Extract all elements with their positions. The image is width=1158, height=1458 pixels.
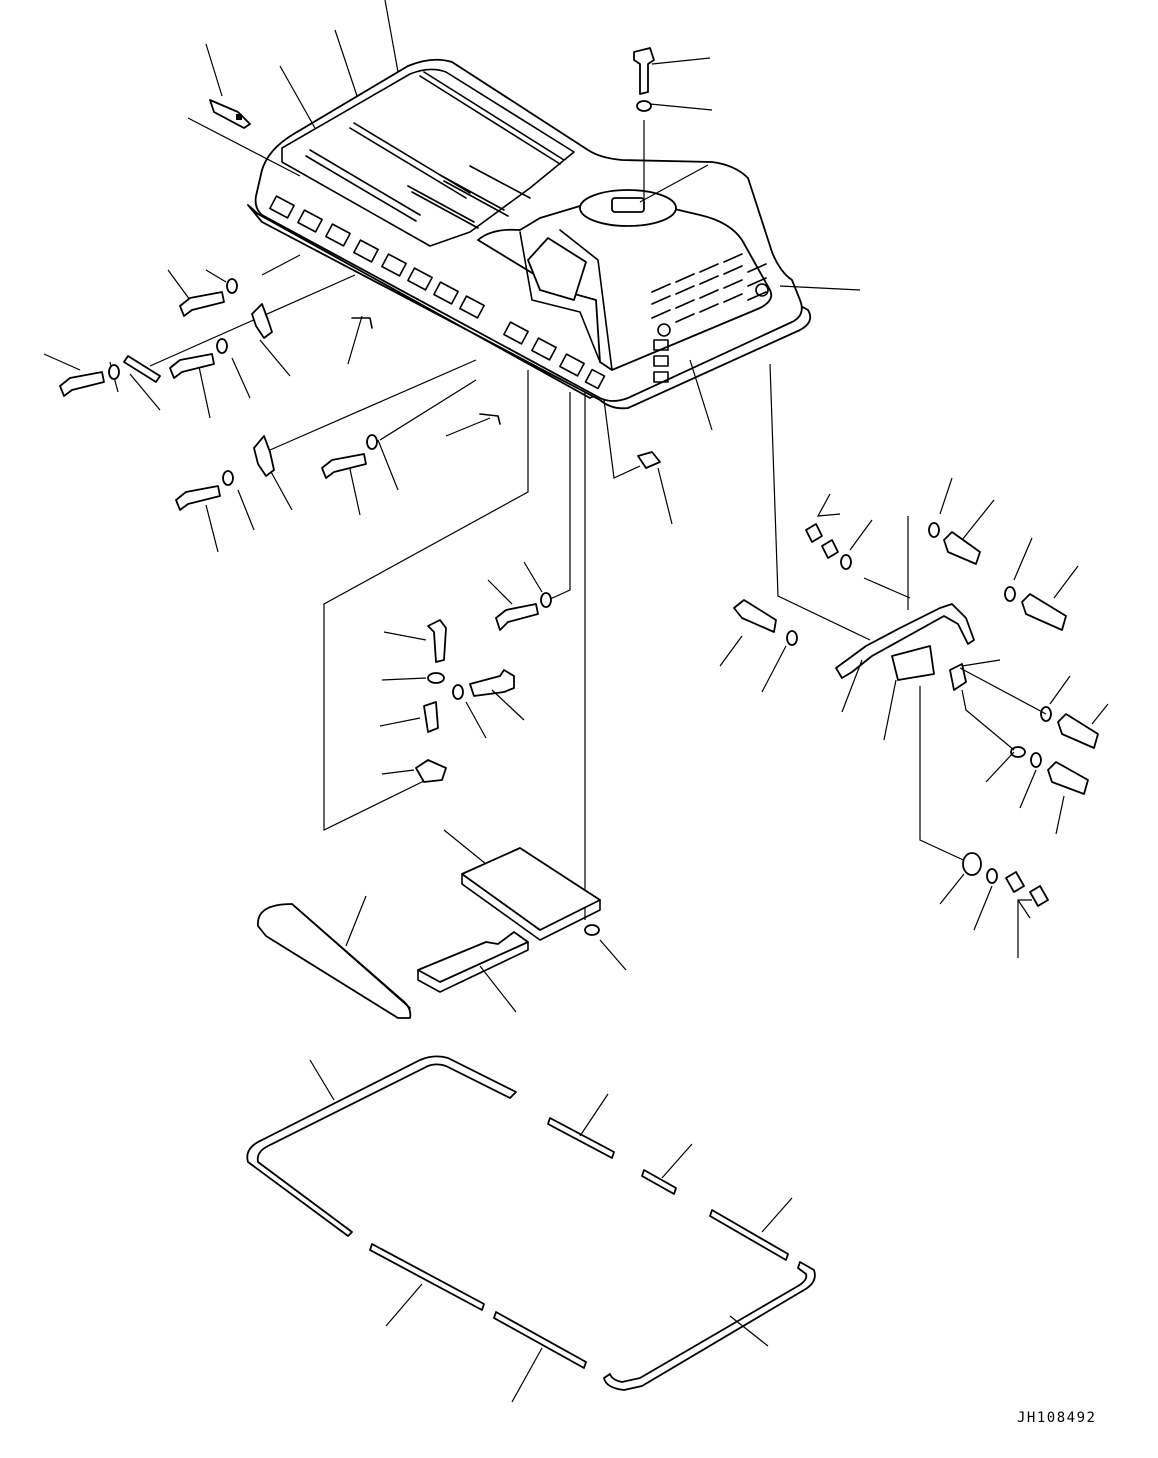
drawing-code-label: JH108492 <box>1017 1410 1097 1426</box>
right-bracket-assembly <box>719 477 1109 958</box>
side-openings <box>269 195 606 390</box>
air-conditioner-unit <box>209 58 812 410</box>
lower-panels <box>257 829 627 1019</box>
end-panel-vents <box>651 253 769 383</box>
seal-ring-parts <box>246 1055 816 1403</box>
middle-parts <box>379 561 552 783</box>
bolts-top-left <box>59 278 661 511</box>
bolt-top-right <box>633 47 655 200</box>
